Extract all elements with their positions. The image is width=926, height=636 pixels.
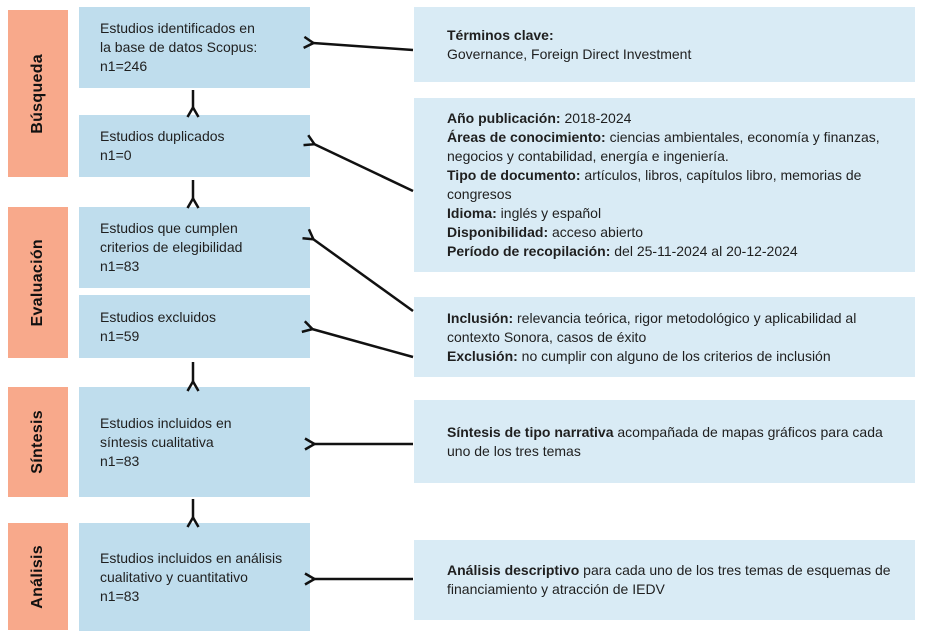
criteria-line: Síntesis de tipo narrativa acompañada de…	[447, 423, 883, 459]
criteria-box-filters: Año publicación: 2018-2024 Áreas de cono…	[414, 98, 915, 272]
flow-box-line: Estudios excluidos	[100, 308, 216, 325]
stage-label-text: Búsqueda	[29, 53, 46, 134]
arrow-criteria-2	[303, 134, 414, 193]
criteria-box-narrative-synthesis: Síntesis de tipo narrativa acompañada de…	[414, 400, 915, 483]
flow-box-eligible: Estudios que cumplen criterios de elegib…	[79, 207, 310, 288]
flow-box-identified: Estudios identificados en la base de dat…	[79, 7, 310, 88]
stage-label-sintesis: Síntesis	[8, 387, 68, 497]
flow-box-line: Estudios duplicados	[100, 128, 225, 144]
criteria-line: Análisis descriptivo para cada uno de lo…	[447, 562, 891, 597]
flow-box-line: n1=246	[100, 58, 148, 74]
criteria-box-descriptive-analysis: Análisis descriptivo para cada uno de lo…	[414, 540, 915, 620]
criteria-line: Idioma: inglés y español	[447, 205, 602, 221]
flow-box-line: n1=83	[100, 452, 140, 469]
flow-box-line: n1=83	[100, 258, 140, 274]
flow-box-analysis-included: Estudios incluidos en análisis cualitati…	[79, 523, 310, 631]
flow-box-line: Estudios incluidos en	[100, 414, 232, 431]
flow-box-line: síntesis cualitativa	[100, 433, 214, 450]
flow-box-line: la base de datos Scopus:	[100, 39, 258, 55]
stage-label-busqueda: Búsqueda	[8, 10, 68, 177]
flow-box-line: criterios de elegibilidad	[100, 239, 243, 255]
flow-box-qualitative-synthesis: Estudios incluidos en síntesis cualitati…	[79, 387, 310, 497]
arrow-criteria-1	[303, 35, 414, 52]
criteria-line: Términos clave:	[447, 26, 554, 43]
flow-box-line: n1=59	[100, 327, 140, 344]
flow-box-line: Estudios identificados en	[100, 20, 255, 36]
flow-box-line: Estudios incluidos en análisis	[100, 549, 283, 566]
stage-label-evaluacion: Evaluación	[8, 207, 68, 358]
flow-box-excluded: Estudios excluidos n1=59	[79, 295, 310, 358]
flow-box-line: n1=83	[100, 587, 140, 604]
flow-box-line: cualitativo y cuantitativo	[100, 568, 248, 585]
criteria-line: Año publicación: 2018-2024	[447, 110, 632, 126]
criteria-line: Exclusión: no cumplir con alguno de los …	[447, 347, 831, 364]
arrow-criteria-3b	[301, 320, 414, 359]
criteria-line: Período de recopilación: del 25-11-2024 …	[447, 243, 798, 259]
criteria-line: Governance, Foreign Direct Investment	[447, 45, 692, 62]
flow-box-line: n1=0	[100, 147, 132, 163]
criteria-line: Áreas de conocimiento: ciencias ambienta…	[447, 129, 880, 164]
stage-label-analisis: Análisis	[8, 523, 68, 630]
criteria-line: Inclusión: relevancia teórica, rigor met…	[447, 309, 857, 345]
flow-box-duplicates: Estudios duplicados n1=0	[79, 115, 310, 177]
arrow-criteria-3a	[302, 228, 414, 313]
criteria-line: Tipo de documento: artículos, libros, ca…	[447, 167, 862, 202]
criteria-box-key-terms: Términos clave: Governance, Foreign Dire…	[414, 7, 915, 82]
stage-label-text: Análisis	[29, 544, 46, 609]
flow-box-line: Estudios que cumplen	[100, 220, 238, 236]
stage-label-text: Síntesis	[29, 410, 46, 474]
criteria-box-inclusion-exclusion: Inclusión: relevancia teórica, rigor met…	[414, 297, 915, 377]
stage-label-text: Evaluación	[29, 238, 46, 327]
criteria-line: Disponibilidad: acceso abierto	[447, 224, 644, 240]
